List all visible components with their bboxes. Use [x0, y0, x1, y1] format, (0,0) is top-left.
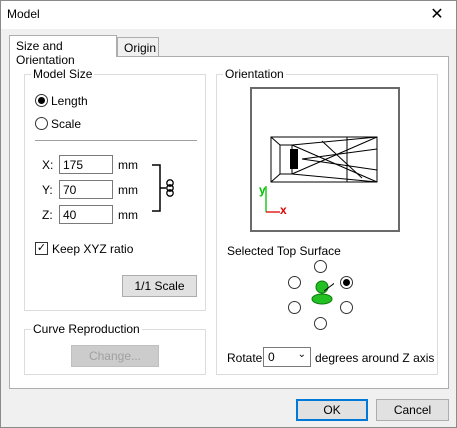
keep-ratio-label[interactable]: Keep XYZ ratio	[52, 242, 134, 256]
window-title: Model	[7, 7, 40, 21]
surface-upper-left-radio[interactable]	[288, 276, 301, 289]
surface-upper-right-radio[interactable]	[340, 276, 353, 289]
x-unit: mm	[118, 158, 138, 172]
length-radio[interactable]	[35, 94, 48, 107]
tab-origin[interactable]: Origin	[117, 37, 159, 57]
rotate-suffix-label: degrees around Z axis	[315, 351, 435, 365]
z-size-field[interactable]: 40	[59, 205, 113, 224]
rotate-label: Rotate	[227, 351, 263, 365]
close-icon[interactable]: ✕	[430, 6, 444, 23]
title-bar: Model ✕	[1, 1, 456, 29]
z-unit: mm	[118, 208, 138, 222]
surface-lower-right-radio[interactable]	[340, 301, 353, 314]
selected-top-surface-label: Selected Top Surface	[227, 244, 341, 258]
scale-radio[interactable]	[35, 117, 48, 130]
model-size-label: Model Size	[31, 67, 95, 81]
cancel-button[interactable]: Cancel	[376, 399, 449, 421]
y-unit: mm	[118, 183, 138, 197]
axis-x-label: x	[280, 203, 287, 217]
y-size-field[interactable]: 70	[59, 180, 113, 199]
x-size-field[interactable]: 175	[59, 155, 113, 174]
orientation-group: Orientation	[216, 67, 438, 375]
axis-y-label: y	[259, 183, 266, 197]
keep-ratio-checkbox[interactable]: ✓	[35, 242, 48, 255]
tab-panel: Model Size Length Scale X: 175 mm Y: 70 …	[9, 56, 449, 389]
y-label: Y:	[42, 183, 53, 197]
ok-button[interactable]: OK	[296, 399, 368, 421]
change-button[interactable]: Change...	[71, 345, 159, 367]
length-radio-label[interactable]: Length	[51, 94, 88, 108]
model-wireframe	[265, 136, 378, 213]
surface-bottom-radio[interactable]	[314, 317, 327, 330]
rotate-select[interactable]: 0 ⌄	[263, 347, 311, 367]
model-size-group: Model Size Length Scale X: 175 mm Y: 70 …	[24, 67, 206, 311]
orientation-label: Orientation	[223, 67, 286, 81]
chevron-down-icon: ⌄	[297, 349, 306, 360]
one-to-one-scale-button[interactable]: 1/1 Scale	[122, 275, 197, 297]
surface-lower-left-radio[interactable]	[288, 301, 301, 314]
z-label: Z:	[42, 208, 53, 222]
curve-reproduction-group: Curve Reproduction Change...	[24, 322, 206, 375]
surface-top-radio[interactable]	[314, 260, 327, 273]
person-figure-icon	[311, 280, 334, 305]
x-label: X:	[42, 158, 54, 172]
rotate-select-value: 0	[268, 350, 275, 364]
separator	[35, 140, 197, 141]
model-preview: y x	[250, 87, 400, 232]
link-ratio-icon[interactable]	[148, 163, 182, 215]
tab-size-and-orientation[interactable]: Size and Orientation	[9, 35, 117, 67]
curve-reproduction-label: Curve Reproduction	[31, 322, 142, 336]
scale-radio-label[interactable]: Scale	[51, 117, 82, 131]
